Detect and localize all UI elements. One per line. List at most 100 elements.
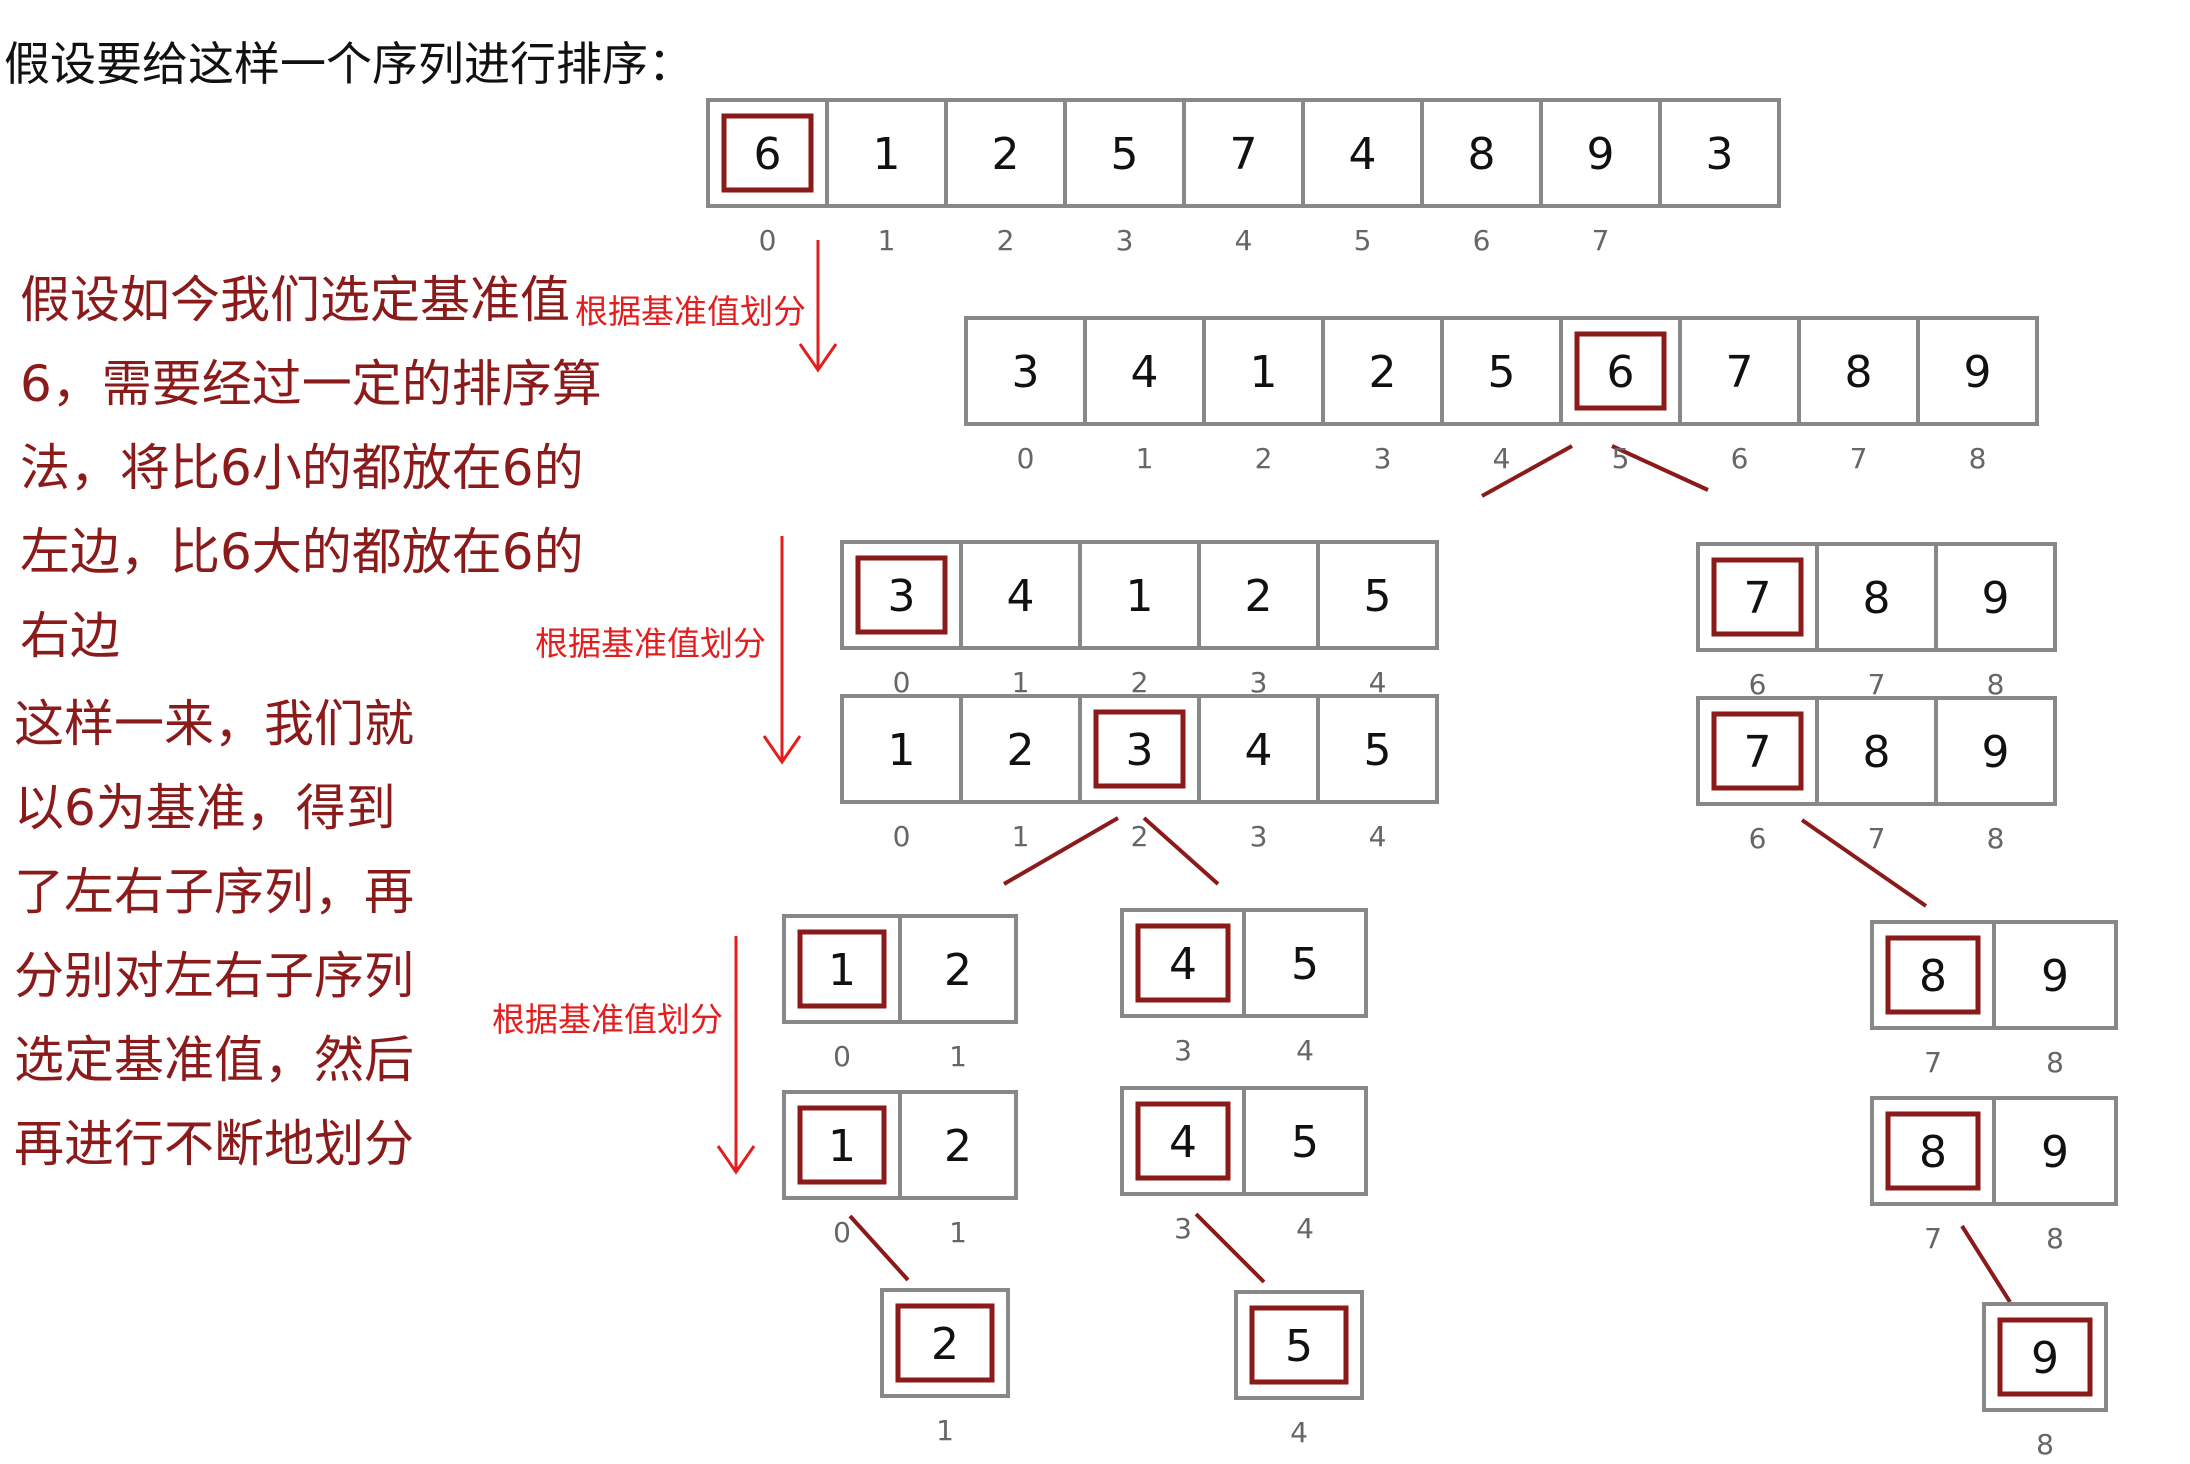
cell-index: 8	[1969, 442, 1987, 475]
cell-value: 9	[2041, 951, 2069, 1002]
array-cell	[1916, 316, 2039, 426]
tree-connector	[848, 1214, 910, 1282]
cell-value: 1	[888, 725, 916, 776]
cell-value: 1	[873, 129, 901, 180]
pivot-highlight	[1711, 711, 1804, 791]
explanation-line: 假设如今我们选定基准值	[20, 271, 570, 329]
array-cell	[1539, 98, 1662, 208]
cell-value: 7	[1726, 347, 1754, 398]
partition-label-1: 根据基准值划分	[575, 292, 806, 331]
pivot-highlight	[855, 555, 948, 635]
cell-index: 3	[1374, 442, 1392, 475]
cell-index: 6	[1749, 822, 1767, 855]
array-cell	[1658, 98, 1781, 208]
cell-value: 9	[1982, 727, 2010, 778]
array-cell	[898, 914, 1018, 1024]
array-cell	[1321, 316, 1444, 426]
cell-value: 4	[1007, 571, 1035, 622]
cell-value: 4	[1131, 347, 1159, 398]
cell-value: 3	[1706, 129, 1734, 180]
cell-value: 3	[1012, 347, 1040, 398]
cell-value: 9	[2041, 1127, 2069, 1178]
cell-value: 2	[1245, 571, 1273, 622]
cell-value: 1	[1126, 571, 1154, 622]
cell-value: 6	[754, 129, 782, 180]
cell-index: 0	[833, 1040, 851, 1073]
cell-index: 7	[1868, 668, 1886, 701]
cell-index: 2	[1131, 820, 1149, 853]
cell-index: 1	[1136, 442, 1154, 475]
explanation-paragraph-2: 这样一来，我们就 以6为基准，得到 了左右子序列，再 分别对左右子序列 选定基准…	[14, 682, 414, 1186]
array-cell	[1202, 316, 1325, 426]
cell-index: 4	[1296, 1212, 1314, 1245]
explanation-line: 了左右子序列，再	[14, 863, 414, 921]
tree-connector	[1142, 816, 1220, 886]
array-cell	[1242, 1086, 1368, 1196]
partition-arrow	[716, 936, 756, 1175]
cell-index: 7	[1868, 822, 1886, 855]
cell-value: 1	[828, 945, 856, 996]
cell-index: 3	[1174, 1212, 1192, 1245]
cell-value: 5	[1111, 129, 1139, 180]
array-leaf-2: 21	[880, 1288, 1010, 1447]
partition-label-3: 根据基准值划分	[492, 1000, 723, 1039]
pivot-highlight	[1885, 935, 1981, 1015]
cell-index: 2	[1131, 666, 1149, 699]
cell-value: 3	[888, 571, 916, 622]
array-cell	[1797, 316, 1920, 426]
cell-index: 1	[878, 224, 896, 257]
pivot-highlight	[1249, 1305, 1349, 1385]
explanation-line: 法，将比6小的都放在6的	[20, 439, 584, 497]
explanation-line: 选定基准值，然后	[14, 1031, 414, 1089]
cell-value: 4	[1349, 129, 1377, 180]
cell-value: 1	[1250, 347, 1278, 398]
cell-index: 1	[949, 1040, 967, 1073]
cell-index: 3	[1174, 1034, 1192, 1067]
array-cell	[1083, 316, 1206, 426]
cell-value: 8	[1845, 347, 1873, 398]
pivot-highlight	[1093, 709, 1186, 789]
array-cell	[1992, 1096, 2118, 1206]
cell-index: 4	[1296, 1034, 1314, 1067]
cell-value: 9	[1587, 129, 1615, 180]
cell-index: 3	[1250, 820, 1268, 853]
explanation-paragraph-1: 假设如今我们选定基准值 6，需要经过一定的排序算 法，将比6小的都放在6的 左边…	[20, 258, 602, 678]
cell-index: 6	[1749, 668, 1767, 701]
tree-connector	[1481, 444, 1573, 498]
cell-index: 0	[759, 224, 777, 257]
cell-value: 2	[944, 1121, 972, 1172]
pivot-highlight	[895, 1303, 995, 1383]
cell-value: 7	[1744, 727, 1772, 778]
array-cell	[840, 694, 963, 804]
tree-connector	[1002, 816, 1120, 886]
cell-value: 4	[1169, 1117, 1197, 1168]
partition-arrow	[762, 536, 802, 765]
cell-index: 5	[1612, 442, 1630, 475]
cell-index: 8	[2046, 1222, 2064, 1255]
cell-index: 6	[1473, 224, 1491, 257]
pivot-highlight	[797, 1105, 887, 1185]
cell-value: 9	[1982, 573, 2010, 624]
cell-value: 7	[1230, 129, 1258, 180]
pivot-highlight	[1135, 1101, 1231, 1181]
array-cell	[1301, 98, 1424, 208]
cell-index: 0	[833, 1216, 851, 1249]
cell-index: 0	[893, 666, 911, 699]
tree-connector	[1800, 818, 1928, 908]
cell-index: 1	[1012, 820, 1030, 853]
pivot-highlight	[1885, 1111, 1981, 1191]
cell-value: 8	[1468, 129, 1496, 180]
cell-index: 4	[1369, 666, 1387, 699]
array-cell	[1934, 696, 2057, 806]
array-cell	[1197, 694, 1320, 804]
cell-value: 2	[1007, 725, 1035, 776]
